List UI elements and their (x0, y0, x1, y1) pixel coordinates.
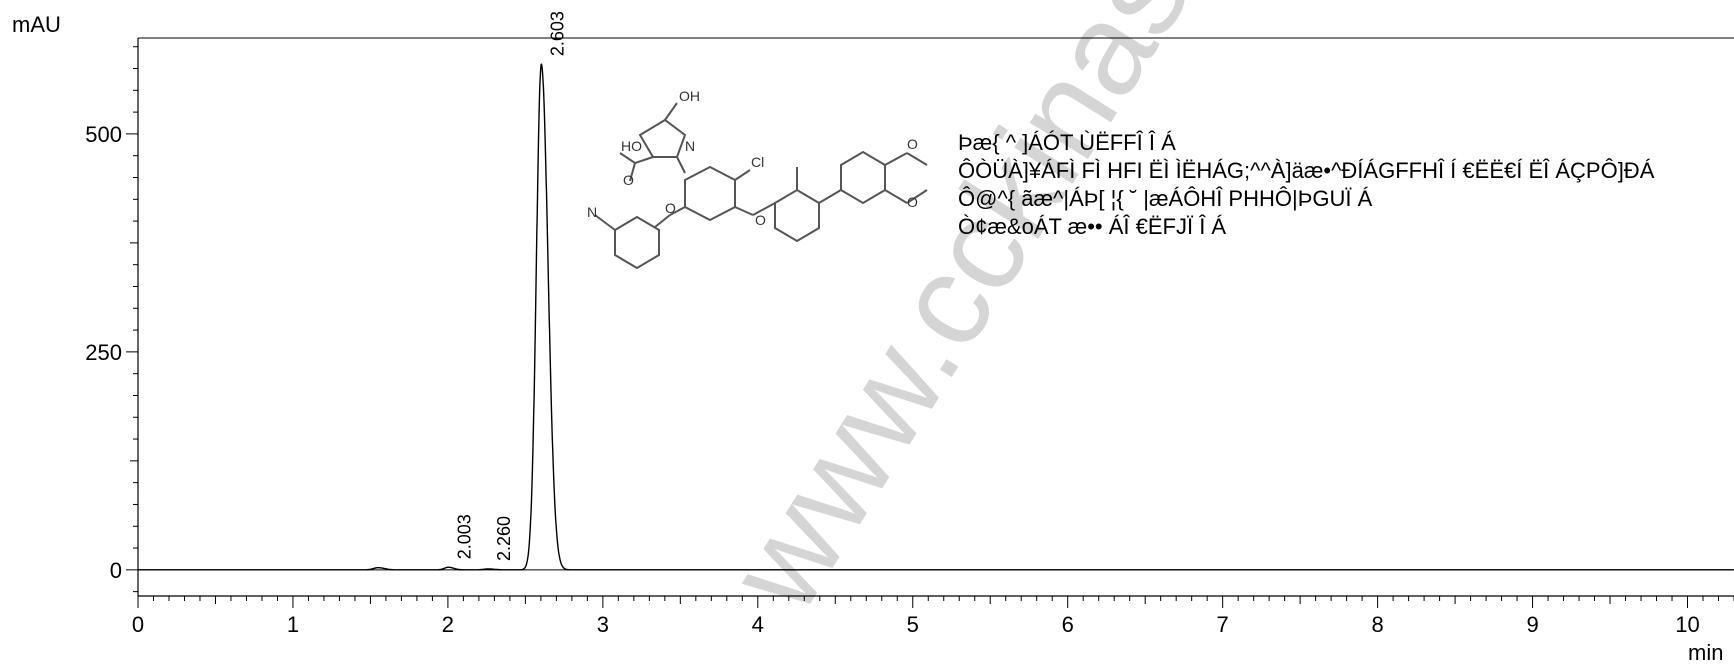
y-tick-label: 500 (85, 122, 122, 147)
molecule-atom-label: N (587, 204, 597, 220)
molecule-atom-label: Cl (751, 154, 764, 170)
info-line: ÔÒÜÀ]¥ÁFÌ FÌ HFI ËÌ ÌËHÁG;^^À]äæ•^ÐÍÁGFF… (958, 158, 1655, 183)
molecule-atom-label: O (907, 136, 918, 152)
y-axis-ticks: 0 250 500 (85, 46, 138, 593)
x-tick-label: 4 (752, 612, 764, 637)
x-tick-label: 8 (1371, 612, 1383, 637)
peak-label: 2.260 (494, 516, 514, 561)
molecule-atom-label: O (755, 212, 766, 228)
x-axis-ticks: 0 1 2 3 4 5 6 7 8 9 10 (132, 596, 1734, 637)
compound-info: Þæ{ ^ ]ÁÓT ÙËFFÎ Î Á ÔÒÜÀ]¥ÁFÌ FÌ HFI ËÌ … (958, 130, 1655, 239)
molecule-atom-label: O (623, 172, 634, 188)
y-axis-label: mAU (12, 12, 61, 37)
x-tick-label: 0 (132, 612, 144, 637)
y-tick-label: 250 (85, 340, 122, 365)
peak-label: 2.003 (454, 514, 474, 559)
y-tick-label: 0 (110, 558, 122, 583)
x-axis-label: min (1688, 640, 1723, 665)
x-tick-label: 3 (597, 612, 609, 637)
molecule-atom-label: O (907, 194, 918, 210)
molecule-atom-label: O (665, 200, 676, 216)
molecule-atom-label: N (685, 138, 695, 154)
chromatogram-trace (138, 63, 1734, 571)
info-line: Ô@^{ ãæ^|ÁÞ[ ¦{ ˘ |æÁÔHÎ PHHÔ|ÞGUÏ Á (958, 186, 1373, 211)
info-line: Ò¢æ&oÁT æ•• ÁÎ €ËFJÏ Î Á (958, 214, 1226, 239)
x-tick-label: 7 (1217, 612, 1229, 637)
x-tick-label: 2 (442, 612, 454, 637)
peak-labels: 2.003 2.260 2.603 (454, 11, 567, 561)
x-tick-label: 1 (287, 612, 299, 637)
x-tick-label: 6 (1062, 612, 1074, 637)
x-tick-label: 10 (1675, 612, 1699, 637)
peak-label: 2.603 (547, 11, 567, 56)
x-tick-label: 5 (907, 612, 919, 637)
x-tick-label: 9 (1526, 612, 1538, 637)
watermark: www.cckinase.com (699, 0, 1405, 636)
molecule-atom-label: HO (621, 138, 642, 154)
info-line: Þæ{ ^ ]ÁÓT ÙËFFÎ Î Á (958, 130, 1176, 155)
molecule-atom-label: OH (679, 88, 700, 104)
